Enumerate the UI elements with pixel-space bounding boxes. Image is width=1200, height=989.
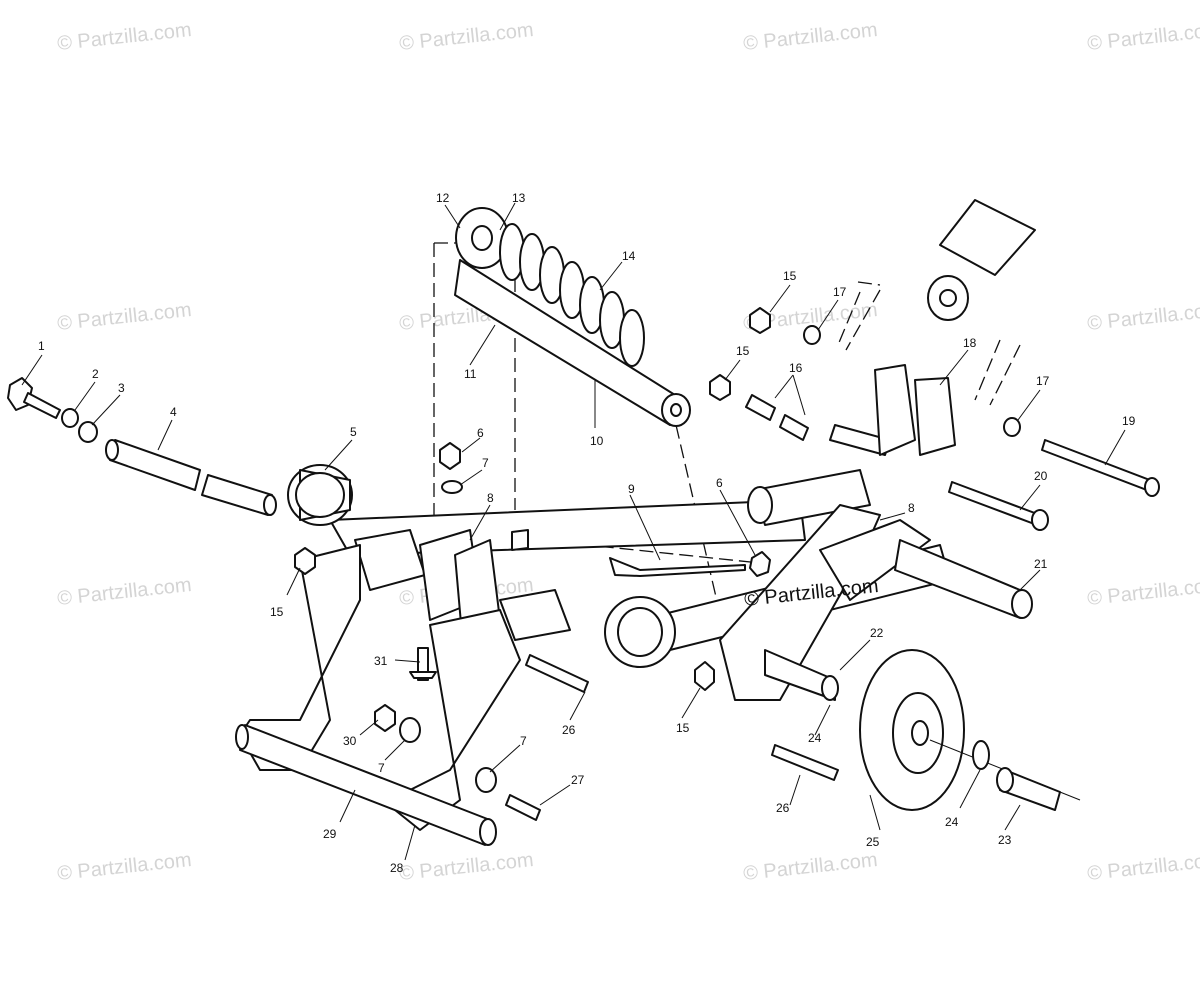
- callout-label: 6: [477, 426, 484, 440]
- callout-label: 30: [343, 734, 357, 748]
- callout-label: 6: [716, 476, 723, 490]
- leader-lines: [21, 202, 1126, 861]
- callout-label: 8: [908, 501, 915, 515]
- callout-label: 27: [571, 773, 585, 787]
- callout-label: 7: [520, 734, 527, 748]
- left-hardware: [7, 377, 277, 516]
- callout-label: 13: [512, 191, 526, 205]
- front-torque-arm: [235, 464, 1033, 846]
- watermark: © Partzilla.com: [56, 574, 192, 610]
- callout-labels: 1 2 3 4 5 6 7 8 9 10 11 12 13 14 15 15 1…: [38, 191, 1136, 875]
- watermark-layer: © Partzilla.com © Partzilla.com © Partzi…: [56, 19, 1200, 885]
- callout-label: 7: [482, 456, 489, 470]
- callout-label: 8: [487, 491, 494, 505]
- callout-label: 19: [1122, 414, 1136, 428]
- callout-label: 25: [866, 835, 880, 849]
- callout-label: 18: [963, 336, 977, 350]
- watermark: © Partzilla.com: [1086, 849, 1200, 885]
- callout-label: 24: [808, 731, 822, 745]
- callout-label: 12: [436, 191, 450, 205]
- callout-label: 4: [170, 405, 177, 419]
- callout-label: 14: [622, 249, 636, 263]
- callout-label: 24: [945, 815, 959, 829]
- watermark: © Partzilla.com: [1086, 574, 1200, 610]
- watermark: © Partzilla.com: [56, 299, 192, 335]
- callout-label: 10: [590, 434, 604, 448]
- watermark: © Partzilla.com: [56, 19, 192, 55]
- callout-label: 15: [783, 269, 797, 283]
- watermark: © Partzilla.com: [742, 849, 878, 885]
- lower-left-hardware: [294, 442, 589, 821]
- upper-right-hardware: [609, 199, 1160, 577]
- callout-label: 28: [390, 861, 404, 875]
- watermark: © Partzilla.com: [1086, 299, 1200, 335]
- idler-wheel-assembly: [694, 649, 1081, 811]
- callout-label: 9: [628, 482, 635, 496]
- shock-absorber: [454, 207, 691, 427]
- watermark: © Partzilla.com: [56, 849, 192, 885]
- callout-label: 17: [1036, 374, 1050, 388]
- callout-label: 22: [870, 626, 884, 640]
- callout-label: 21: [1034, 557, 1048, 571]
- callout-label: 23: [998, 833, 1012, 847]
- callout-label: 15: [736, 344, 750, 358]
- callout-label: 5: [350, 425, 357, 439]
- watermark: © Partzilla.com: [398, 19, 534, 55]
- callout-label: 20: [1034, 469, 1048, 483]
- callout-label: 2: [92, 367, 99, 381]
- callout-label: 3: [118, 381, 125, 395]
- callout-label: 31: [374, 654, 388, 668]
- callout-label: 26: [776, 801, 790, 815]
- watermark: © Partzilla.com: [398, 849, 534, 885]
- callout-label: 7: [378, 761, 385, 775]
- watermark: © Partzilla.com: [742, 19, 878, 55]
- assembly-dash-lines: [433, 242, 1021, 701]
- callout-label: 11: [464, 367, 477, 381]
- callout-label: 26: [562, 723, 576, 737]
- callout-label: 16: [789, 361, 803, 375]
- callout-label: 15: [676, 721, 690, 735]
- callout-label: 1: [38, 339, 45, 353]
- callout-label: 29: [323, 827, 337, 841]
- callout-label: 15: [270, 605, 284, 619]
- watermark: © Partzilla.com: [1086, 19, 1200, 55]
- callout-label: 17: [833, 285, 847, 299]
